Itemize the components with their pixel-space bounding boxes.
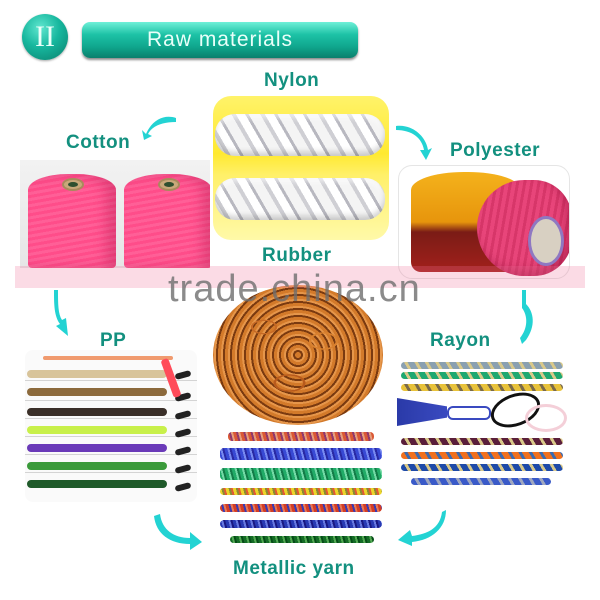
cotton-cone-left: [28, 174, 116, 268]
label-cotton: Cotton: [66, 132, 131, 153]
section-number-badge: II: [22, 14, 68, 60]
arrow-polyester-to-rayon-icon: [520, 290, 533, 344]
arrow-cotton-to-pp-icon: [54, 290, 68, 336]
polyester-spool-pink: [477, 180, 569, 276]
watermark: trade.china.cn: [168, 268, 421, 310]
label-nylon: Nylon: [264, 70, 320, 91]
arrow-rayon-to-metallic-icon: [398, 510, 446, 546]
arrow-nylon-to-polyester-icon: [396, 125, 432, 160]
label-pp: PP: [100, 330, 127, 351]
metallic-yarn-image: [216, 428, 386, 556]
cotton-cone-right: [124, 174, 210, 268]
label-polyester: Polyester: [450, 140, 541, 161]
nylon-image: [213, 96, 389, 240]
nylon-rope-bottom: [215, 178, 385, 220]
watermark-strip: [15, 266, 585, 288]
pp-cords-image: [25, 350, 197, 502]
label-rubber: Rubber: [262, 245, 332, 266]
cotton-image: [20, 160, 210, 268]
arrow-pp-to-metallic-icon: [154, 514, 202, 550]
section-title: Raw materials: [146, 28, 294, 51]
nylon-rope-top: [215, 114, 385, 156]
section-title-bar: Raw materials: [82, 22, 358, 58]
label-rayon: Rayon: [430, 330, 491, 351]
section-numeral: II: [35, 20, 55, 53]
polyester-image: [398, 165, 570, 279]
rubber-bands-image: [213, 285, 383, 425]
rayon-cords-image: [395, 358, 570, 498]
label-metallic-yarn: Metallic yarn: [233, 558, 355, 579]
arrow-nylon-to-cotton-icon: [142, 116, 176, 140]
